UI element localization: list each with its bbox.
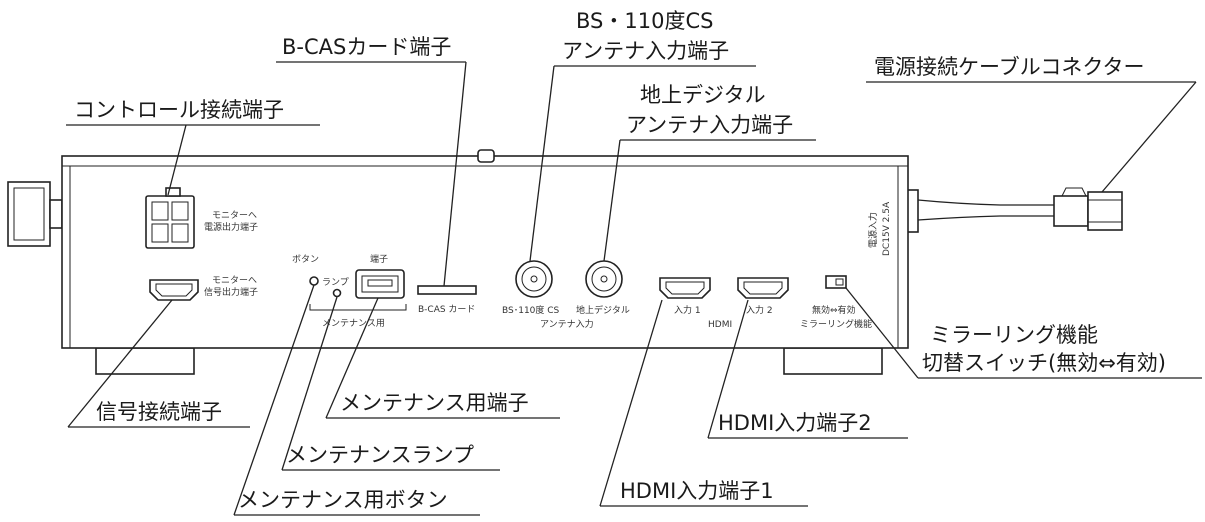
maintenance-label: メンテナンス用 xyxy=(322,318,385,329)
input-2-label: 入力 2 xyxy=(746,304,773,316)
bcas-label: B-CAS カード xyxy=(418,304,475,315)
left-foot xyxy=(95,347,195,375)
top-screw xyxy=(477,149,495,163)
callout-chideji-line2: アンテナ入力端子 xyxy=(626,113,793,137)
device-body xyxy=(7,149,919,375)
cable-connector xyxy=(1053,195,1089,227)
monitor-power-label-2: 電源出力端子 xyxy=(204,221,258,233)
right-foot xyxy=(783,347,883,375)
callout-control: コントロール接続端子 xyxy=(74,98,284,122)
callout-bs-line1: BS・110度CS xyxy=(576,9,713,33)
callout-hdmi2: HDMI入力端子2 xyxy=(718,411,872,435)
mirroring-label: ミラーリング機能 xyxy=(800,318,872,330)
callout-bcas: B-CASカード端子 xyxy=(282,35,451,59)
button-label: ボタン xyxy=(292,254,319,265)
maintenance-usb-port xyxy=(355,269,405,299)
monitor-signal-label-2: 信号出力端子 xyxy=(204,286,258,298)
callout-maint-port: メンテナンス用端子 xyxy=(340,391,529,415)
hdmi-input-2-port xyxy=(737,277,789,299)
monitor-signal-label-1: モニターへ xyxy=(212,275,257,286)
power-rating-label: DC15V 2.5A xyxy=(882,201,892,256)
monitor-power-label-1: モニターへ xyxy=(212,210,257,221)
callout-signal: 信号接続端子 xyxy=(96,400,222,424)
callout-maint-button: メンテナンス用ボタン xyxy=(238,488,448,512)
hdmi-label: HDMI xyxy=(708,320,732,330)
port-label: 端子 xyxy=(370,253,388,265)
callout-mirror-line1: ミラーリング機能 xyxy=(930,323,1098,347)
callout-mirror-line2: 切替スイッチ(無効⇔有効) xyxy=(922,351,1166,375)
callout-hdmi1: HDMI入力端子1 xyxy=(620,479,774,503)
callout-power-cable: 電源接続ケーブルコネクター xyxy=(874,55,1144,79)
input-1-label: 入力 1 xyxy=(674,304,701,316)
terrestrial-label: 地上デジタル xyxy=(576,304,630,316)
lamp-label: ランプ xyxy=(322,277,349,288)
bs-cs-antenna-port xyxy=(515,260,553,298)
callout-maint-lamp: メンテナンスランプ xyxy=(286,443,474,467)
left-bracket xyxy=(7,181,51,247)
switch-state-label: 無効⇔有効 xyxy=(812,304,856,316)
housing xyxy=(61,155,909,349)
monitor-power-port xyxy=(145,187,195,249)
leader-lines xyxy=(66,61,1202,516)
maintenance-lamp xyxy=(332,288,342,298)
bcas-slot xyxy=(417,285,477,295)
bs-cs-label: BS･110度 CS xyxy=(502,304,560,316)
callout-chideji-line1: 地上デジタル xyxy=(640,83,766,107)
terrestrial-antenna-port xyxy=(585,260,623,298)
power-cable xyxy=(917,187,1123,231)
mirroring-switch xyxy=(825,275,847,289)
power-input-label: 電源入力 xyxy=(867,212,879,248)
hdmi-input-1-port xyxy=(659,277,711,299)
monitor-signal-port xyxy=(149,279,199,301)
antenna-input-label: アンテナ入力 xyxy=(540,318,594,330)
maintenance-button xyxy=(309,276,319,286)
callout-bs-line2: アンテナ入力端子 xyxy=(562,39,729,63)
